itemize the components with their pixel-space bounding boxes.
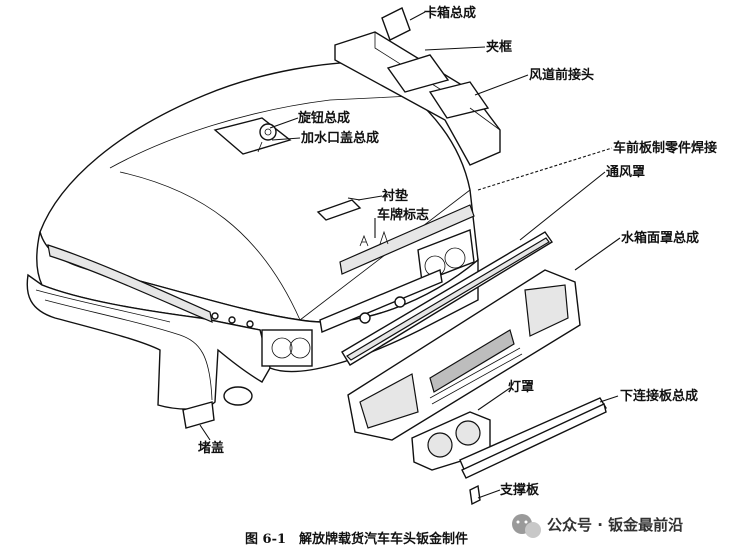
- label-support-plate: 支撑板: [499, 482, 540, 498]
- air-duct-assembly: [334, 31, 501, 166]
- label-lower-panel: 下连接板总成: [620, 388, 698, 404]
- label-air-duct-joint: 风道前接头: [529, 67, 594, 83]
- wechat-icon: [512, 514, 541, 538]
- watermark: 公众号 · 钣金最前沿: [512, 514, 683, 538]
- label-lamp-cover: 灯罩: [508, 379, 534, 395]
- lower-panel-part: [459, 397, 607, 479]
- label-gasket: 衬垫: [382, 188, 408, 204]
- label-filler-cap: 加水口盖总成: [300, 130, 379, 146]
- figure-caption: 图 6-1 解放牌载货汽车车头钣金制件: [245, 531, 468, 547]
- knob-part: [257, 123, 277, 153]
- label-clamp-frame: 夹框: [486, 39, 512, 55]
- label-front-panel-weld: 车前板制零件焊接: [613, 140, 717, 156]
- watermark-text: 公众号 · 钣金最前沿: [547, 516, 683, 534]
- part-labels: 卡箱总成 夹框 风道前接头 旋钮总成 加水口盖总成 车前板制零件焊接 通风罩 衬…: [198, 5, 717, 498]
- support-plate-part: [469, 484, 481, 506]
- plug-cover-part: [182, 401, 215, 429]
- label-knob: 旋钮总成: [297, 110, 350, 126]
- radiator-grille-part: [347, 269, 581, 441]
- label-card-box: 卡箱总成: [424, 5, 476, 21]
- label-brand-badge: 车牌标志: [377, 207, 429, 223]
- brand-badge-part: [359, 230, 389, 247]
- vent-cover-part: [341, 231, 554, 366]
- cab-body: [26, 61, 479, 410]
- leader-lines: [199, 11, 621, 499]
- label-vent-cover: 通风罩: [606, 164, 645, 180]
- label-plug-cover: 堵盖: [198, 440, 224, 456]
- card-box-part: [381, 7, 411, 41]
- label-radiator-grille: 水箱面罩总成: [621, 230, 699, 246]
